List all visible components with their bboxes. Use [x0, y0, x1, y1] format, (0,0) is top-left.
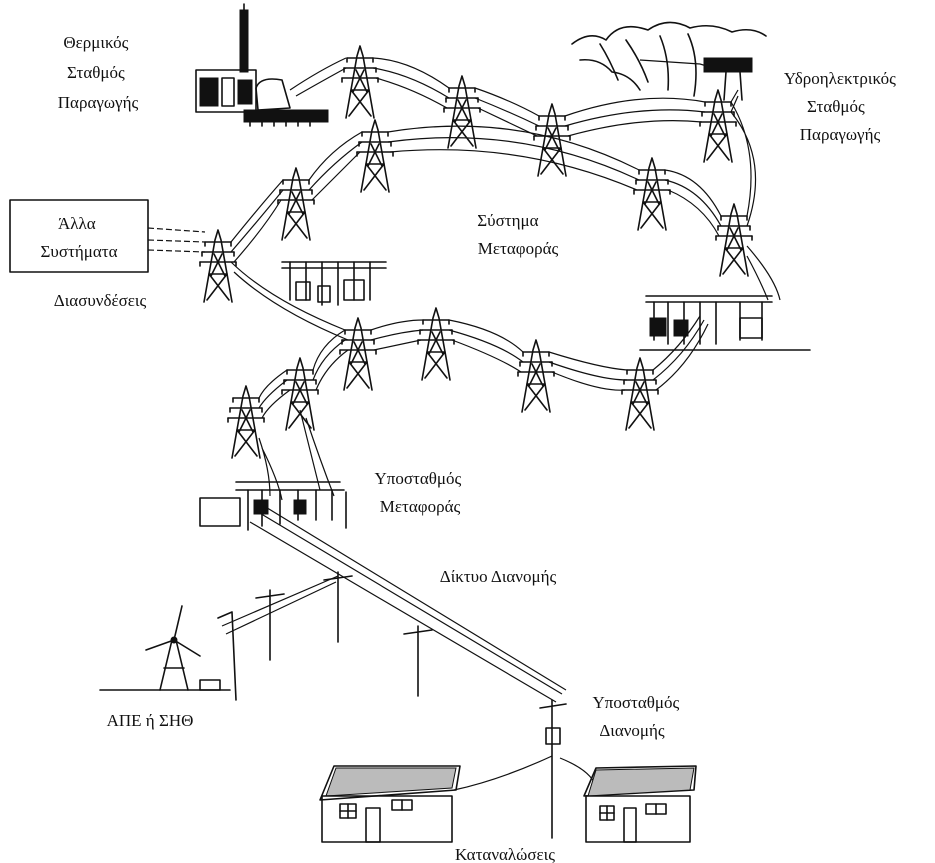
transmission-lines: [147, 57, 781, 501]
other-systems-box: [9, 199, 149, 273]
house-left-icon: [319, 765, 461, 843]
distribution-substation-label: Υποσταθμός Διανομής: [592, 693, 683, 740]
renewables-label: ΑΠΕ ή ΣΗΘ: [107, 711, 194, 730]
loads-label: Καταναλώσεις: [455, 845, 555, 863]
thermal-plant-icon: [195, 3, 329, 127]
transmission-substation-label: Υποσταθμός Μεταφοράς: [374, 469, 465, 516]
other-systems-label: Άλλα Συστήματα: [41, 214, 118, 261]
thermal-plant-label: Θερμικός Σταθμός Παραγωγής: [58, 33, 139, 112]
house-right-icon: [583, 765, 697, 843]
hydro-plant-icon: [571, 21, 767, 101]
interconnections-label: Διασυνδέσεις: [54, 291, 147, 310]
wind-turbine-icon: [99, 605, 231, 691]
transmission-system-label: Σύστημα Μεταφοράς: [477, 211, 558, 258]
distribution-network-label: Δίκτυο Διανομής: [440, 567, 557, 586]
hydro-plant-label: Υδροηλεκτρικός Σταθμός Παραγωγής: [784, 69, 900, 144]
substation-icons: [199, 261, 811, 531]
